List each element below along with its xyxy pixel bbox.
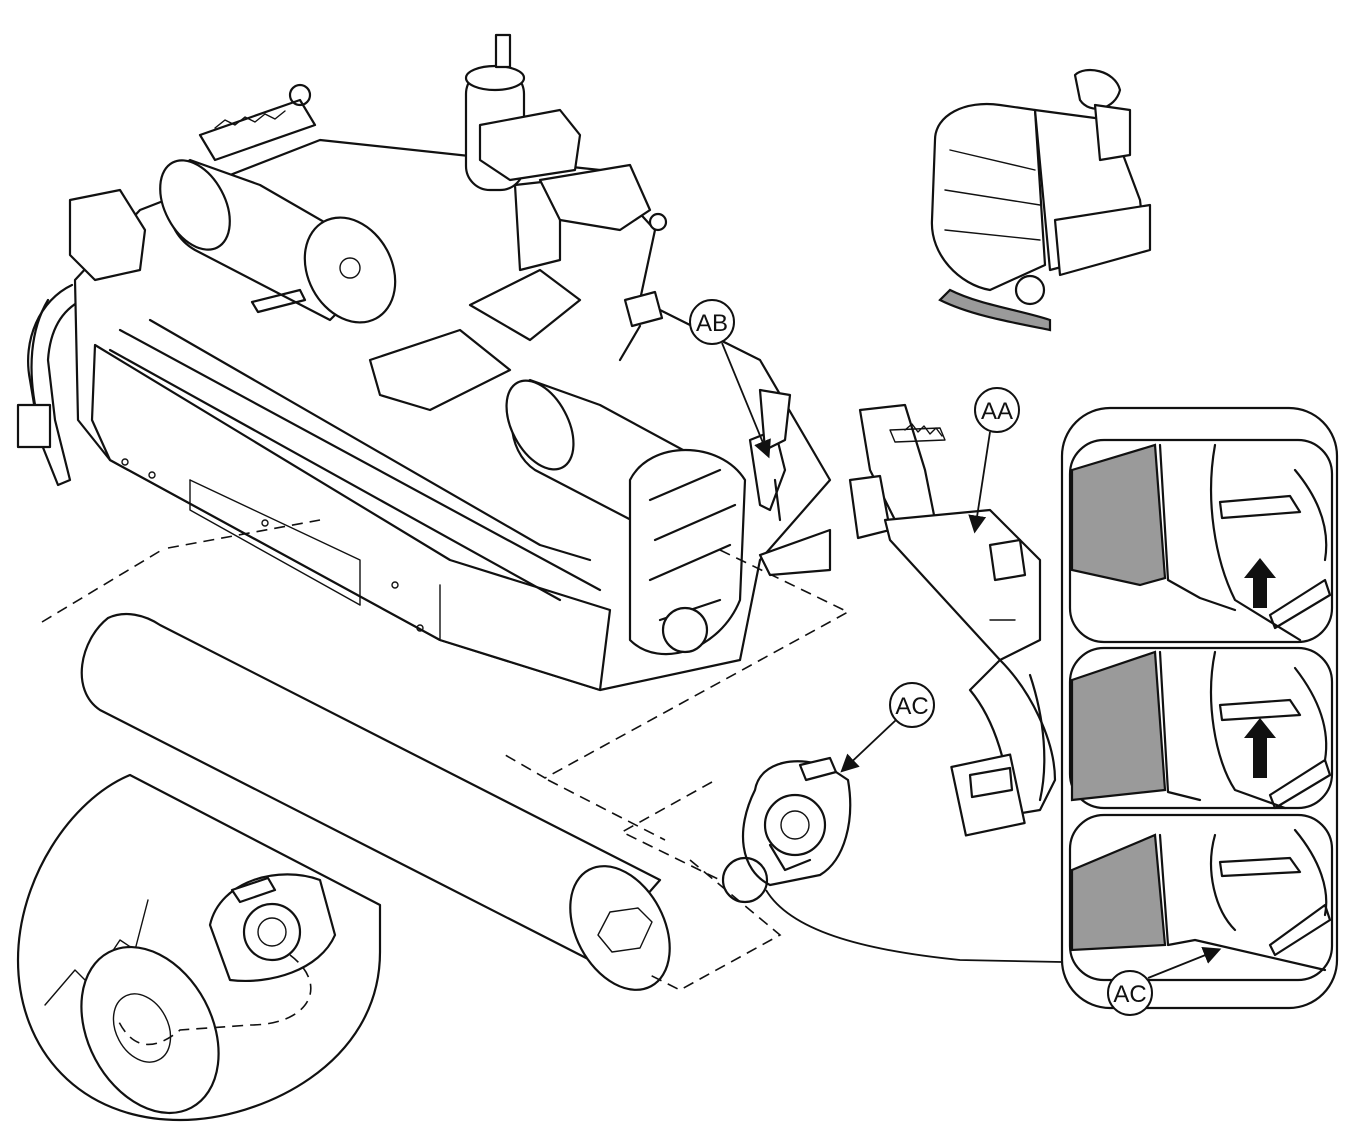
latch-sequence-inset [1060, 406, 1339, 1010]
callout-aa-label: AA [981, 398, 1013, 425]
callout-ab-label: AB [696, 310, 728, 337]
up-arrow-icon [1244, 558, 1276, 608]
callout-ac-part-label: AC [895, 693, 928, 720]
callout-aa: AA [968, 387, 1020, 534]
brush-placement-outline [41, 519, 850, 779]
latch-step-2-panel [1068, 646, 1334, 810]
machine-overview-illustration [930, 68, 1152, 332]
callout-ab: AB [689, 299, 771, 459]
latch-step-3-panel [1068, 813, 1334, 982]
side-squeegee-assembly [848, 403, 1057, 837]
scrub-deck-assembly [16, 33, 832, 692]
callout-ac-detail-label: AC [1113, 981, 1146, 1008]
callout-ac-part: AC [840, 682, 935, 773]
latch-step-1-panel [1068, 438, 1334, 644]
main-brush-roller [80, 612, 782, 991]
detail-connector-line [765, 889, 1063, 963]
up-arrow-icon [1244, 718, 1276, 778]
brush-hub-part-ac [620, 756, 852, 904]
brush-hub-detail-view [16, 773, 382, 1122]
callout-ac-detail: AC [1107, 946, 1222, 1016]
